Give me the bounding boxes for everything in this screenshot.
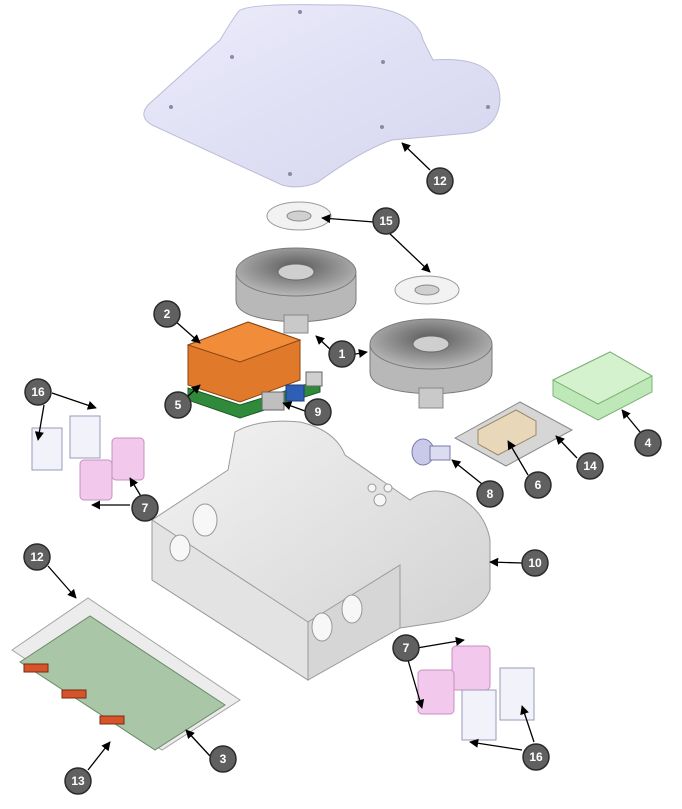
fan-guards-left <box>31 415 101 471</box>
callout-8: 8 <box>476 480 504 508</box>
callout-13-label: 13 <box>71 774 85 788</box>
callout-6: 6 <box>524 471 552 499</box>
pink-pads-left <box>79 437 145 501</box>
callout-13: 13 <box>64 767 92 795</box>
spacer-ring-top <box>266 201 332 231</box>
callout-7-left: 7 <box>131 494 159 522</box>
leader-lines <box>34 142 641 771</box>
callout-11: 12 <box>426 167 454 195</box>
power-connector <box>411 438 451 466</box>
callout-16-right: 16 <box>522 743 550 771</box>
callout-15-label: 15 <box>379 214 393 228</box>
callout-8-label: 8 <box>487 487 494 501</box>
callout-7-left-label: 7 <box>142 501 149 515</box>
callout-3-label: 3 <box>220 752 227 766</box>
callout-12: 12 <box>23 543 51 571</box>
wheel-fan-left <box>235 247 357 334</box>
main-housing <box>151 420 491 681</box>
compute-board-assembly <box>186 321 323 419</box>
spacer-ring-bottom <box>394 275 460 305</box>
wheel-fan-right <box>369 318 493 409</box>
callout-15: 15 <box>372 207 400 235</box>
callout-2: 2 <box>153 300 181 328</box>
lid-plate <box>143 4 501 188</box>
mounting-plate <box>453 401 574 467</box>
callout-14: 14 <box>576 452 604 480</box>
callout-14-label: 14 <box>583 459 597 473</box>
pink-pads-right <box>417 645 491 715</box>
callout-10: 10 <box>521 549 549 577</box>
callout-3: 3 <box>209 745 237 773</box>
callout-2-label: 2 <box>164 307 171 321</box>
callout-10-label: 10 <box>528 556 542 570</box>
callout-9-label: 9 <box>315 405 322 419</box>
callout-5-label: 5 <box>175 398 182 412</box>
callout-5: 5 <box>164 391 192 419</box>
callout-11-label: 12 <box>433 174 447 188</box>
callout-1: 1 <box>328 340 356 368</box>
green-thermal-pad <box>551 351 654 421</box>
callout-7-right-label: 7 <box>403 641 410 655</box>
callout-16-right-label: 16 <box>529 750 543 764</box>
callout-4-label: 4 <box>645 436 652 450</box>
callout-9: 9 <box>304 398 332 426</box>
battery-tray <box>11 597 241 751</box>
callout-7-right: 7 <box>392 634 420 662</box>
callout-4: 4 <box>634 429 662 457</box>
callout-16-left: 16 <box>24 378 52 406</box>
callout-6-label: 6 <box>535 478 542 492</box>
callout-16-left-label: 16 <box>31 385 45 399</box>
callout-1-label: 1 <box>339 347 346 361</box>
callout-12-label: 12 <box>30 550 44 564</box>
